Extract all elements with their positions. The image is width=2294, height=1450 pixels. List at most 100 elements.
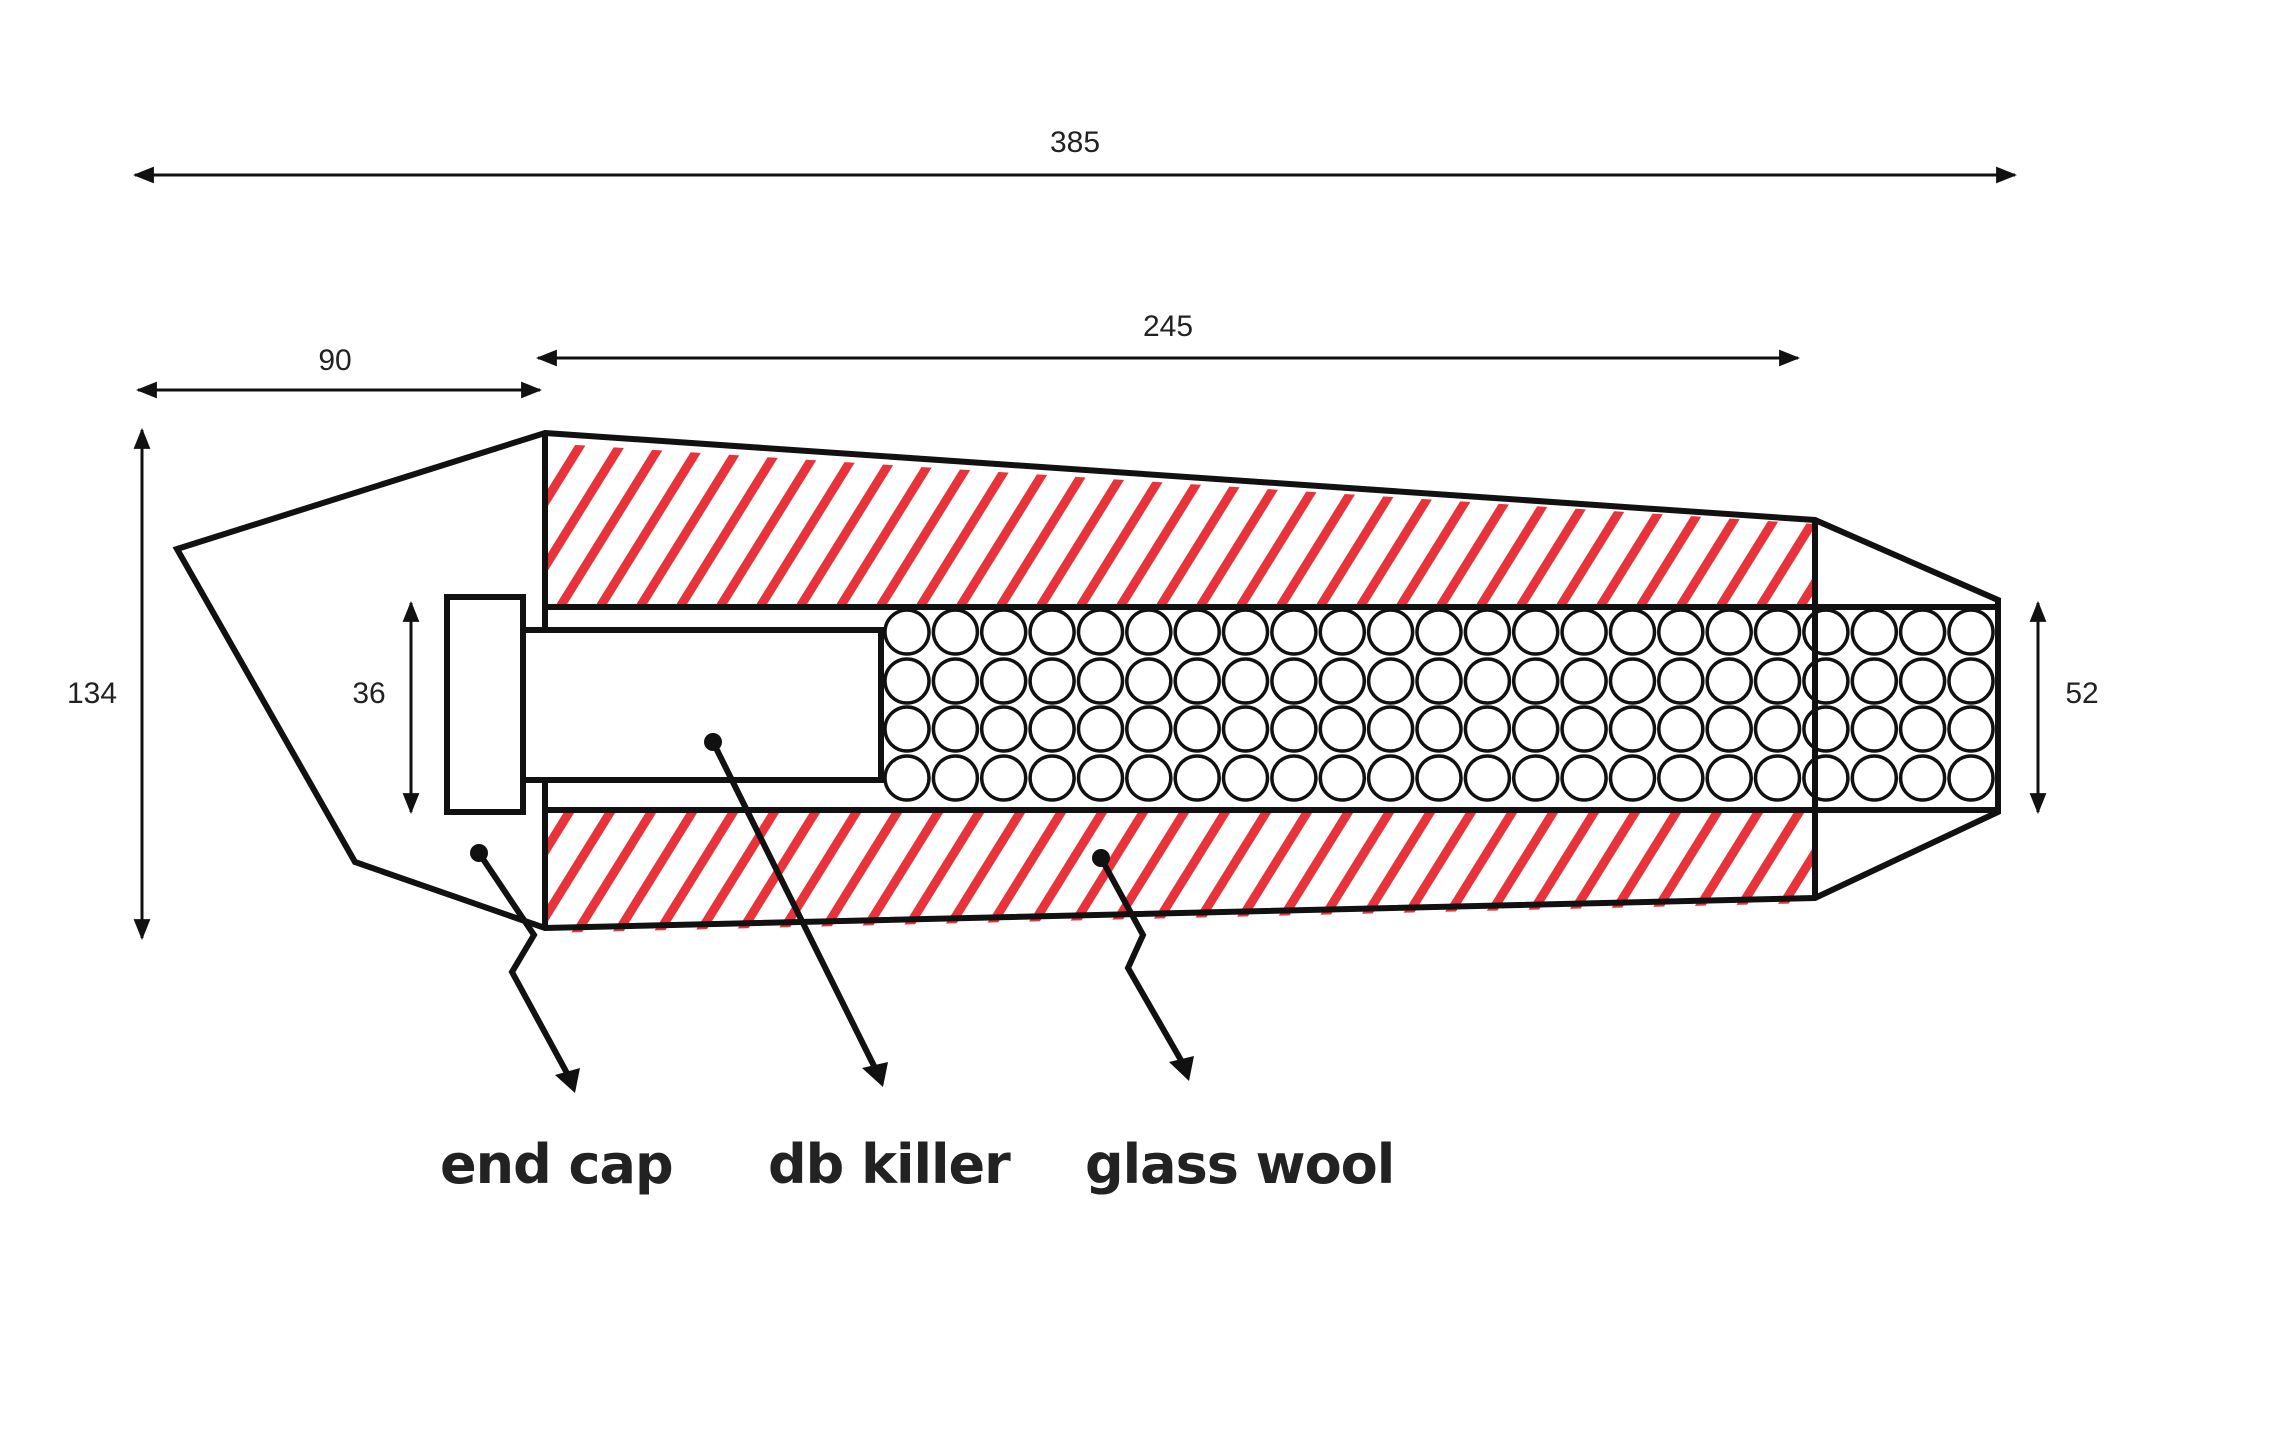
perforation-hole-25 <box>979 657 1028 705</box>
perforation-hole-81 <box>1463 754 1512 802</box>
perforation-hole-31 <box>1270 657 1318 705</box>
perforation-hole-59 <box>1511 705 1560 753</box>
perforation-hole-37 <box>1560 657 1608 705</box>
perforation-hole-39 <box>1657 657 1705 705</box>
perforation-hole-34 <box>1415 657 1463 705</box>
perforation-hole-85 <box>1657 754 1705 802</box>
callout-end-cap-arrow <box>555 1068 580 1093</box>
perforation-hole-68 <box>1947 705 1995 753</box>
callout-glass-wool-leader <box>1098 856 1185 1064</box>
perforation-hole-53 <box>1221 705 1270 753</box>
glass-wool-hatch-bottom <box>545 810 1815 933</box>
perforation-hole-88 <box>1802 754 1850 802</box>
perforation-hole-78 <box>1318 754 1367 802</box>
dimension-overall-height: 134 <box>67 427 151 941</box>
perforation-hole-8 <box>1270 608 1318 656</box>
hatch-bottom-stripe-27 <box>1593 810 1685 933</box>
perforation-hole-67 <box>1898 705 1947 753</box>
perforation-hole-30 <box>1221 657 1270 705</box>
perforation-hole-9 <box>1318 608 1367 656</box>
hatch-bottom-stripe-28 <box>1634 810 1726 933</box>
perforation-hole-14 <box>1560 608 1608 656</box>
dimension-body-length-label: 245 <box>1143 310 1193 343</box>
perforation-hole-36 <box>1511 657 1560 705</box>
perforation-hole-87 <box>1753 754 1802 802</box>
dimension-overall-length-label: 385 <box>1050 126 1100 159</box>
perforation-hole-27 <box>1076 657 1125 705</box>
callout-glass-wool-arrow <box>1169 1056 1194 1081</box>
hatch-top-stripe-5 <box>636 443 754 607</box>
hatch-bottom-stripe-15 <box>1101 810 1193 933</box>
hatch-bottom-stripe-16 <box>1142 810 1234 933</box>
dimension-end-cap-height: 36 <box>352 600 420 815</box>
perforation-hole-38 <box>1608 657 1657 705</box>
perforation-hole-74 <box>1125 754 1173 802</box>
perforation-hole-45 <box>1947 657 1995 705</box>
dimension-overall-height-label: 134 <box>67 677 117 710</box>
callout-end-cap <box>470 844 580 1093</box>
perforation-hole-13 <box>1511 608 1560 656</box>
hatch-bottom-stripe-24 <box>1470 810 1562 933</box>
perforation-hole-42 <box>1802 657 1850 705</box>
hatch-bottom-stripe-20 <box>1306 810 1398 933</box>
dimension-cone-length: 90 <box>135 344 543 399</box>
perforation-hole-18 <box>1753 608 1802 656</box>
perforation-hole-76 <box>1221 754 1270 802</box>
perforation-hole-47 <box>931 705 980 753</box>
hatch-bottom-stripe-5 <box>691 810 783 933</box>
perforation-hole-46 <box>883 705 931 753</box>
hatch-bottom-stripe-29 <box>1675 810 1767 933</box>
label-db-killer: db killer <box>768 1133 1011 1196</box>
perforation-hole-33 <box>1366 657 1415 705</box>
perforation-hole-35 <box>1463 657 1512 705</box>
perforation-hole-52 <box>1173 705 1221 753</box>
perforation-hole-49 <box>1028 705 1076 753</box>
perforation-hole-83 <box>1560 754 1608 802</box>
hatch-bottom-stripe-17 <box>1183 810 1275 933</box>
perforation-hole-6 <box>1173 608 1221 656</box>
hatch-bottom-stripe-18 <box>1224 810 1316 933</box>
perforation-hole-41 <box>1753 657 1802 705</box>
hatch-bottom-stripe-8 <box>814 810 906 933</box>
perforation-hole-2 <box>979 608 1028 656</box>
hatch-top-stripe-2 <box>545 443 634 607</box>
perforation-hole-70 <box>931 754 980 802</box>
label-glass-wool: glass wool <box>1085 1133 1394 1196</box>
hatch-top-stripe-4 <box>596 443 714 607</box>
perforation-hole-15 <box>1608 608 1657 656</box>
perforation-hole-58 <box>1463 705 1512 753</box>
perforation-hole-64 <box>1753 705 1802 753</box>
perforation-hole-29 <box>1173 657 1221 705</box>
perforation-hole-91 <box>1947 754 1995 802</box>
perforation-hole-71 <box>979 754 1028 802</box>
hatch-bottom-stripe-19 <box>1265 810 1357 933</box>
perforation-hole-43 <box>1850 657 1899 705</box>
end-cap <box>444 594 526 815</box>
perforation-hole-26 <box>1028 657 1076 705</box>
perforation-hole-72 <box>1028 754 1076 802</box>
perforation-hole-84 <box>1608 754 1657 802</box>
dimension-outlet-height-label: 52 <box>2065 677 2098 710</box>
perforation-hole-32 <box>1318 657 1367 705</box>
perforation-hole-55 <box>1318 705 1367 753</box>
dimension-overall-length: 385 <box>132 126 2018 184</box>
perforation-hole-20 <box>1850 608 1899 656</box>
hatch-bottom-stripe-25 <box>1511 810 1603 933</box>
perforation-hole-50 <box>1076 705 1125 753</box>
perforation-hole-12 <box>1463 608 1512 656</box>
perforation-hole-80 <box>1415 754 1463 802</box>
perforation-hole-65 <box>1802 705 1850 753</box>
hatch-bottom-stripe-31 <box>1757 810 1815 933</box>
hatch-top-stripe-3 <box>556 443 674 607</box>
hatch-bottom-stripe-21 <box>1347 810 1439 933</box>
hatch-top-stripe-0 <box>545 443 554 607</box>
perforation-hole-5 <box>1125 608 1173 656</box>
dimension-body-length: 245 <box>535 310 1801 367</box>
hatch-bottom-stripe-13 <box>1019 810 1111 933</box>
perforation-hole-23 <box>883 657 931 705</box>
callout-db-killer <box>704 733 888 1087</box>
hatch-bottom-stripe-7 <box>773 810 865 933</box>
callout-end-cap-leader <box>476 851 571 1077</box>
perforation-hole-79 <box>1366 754 1415 802</box>
